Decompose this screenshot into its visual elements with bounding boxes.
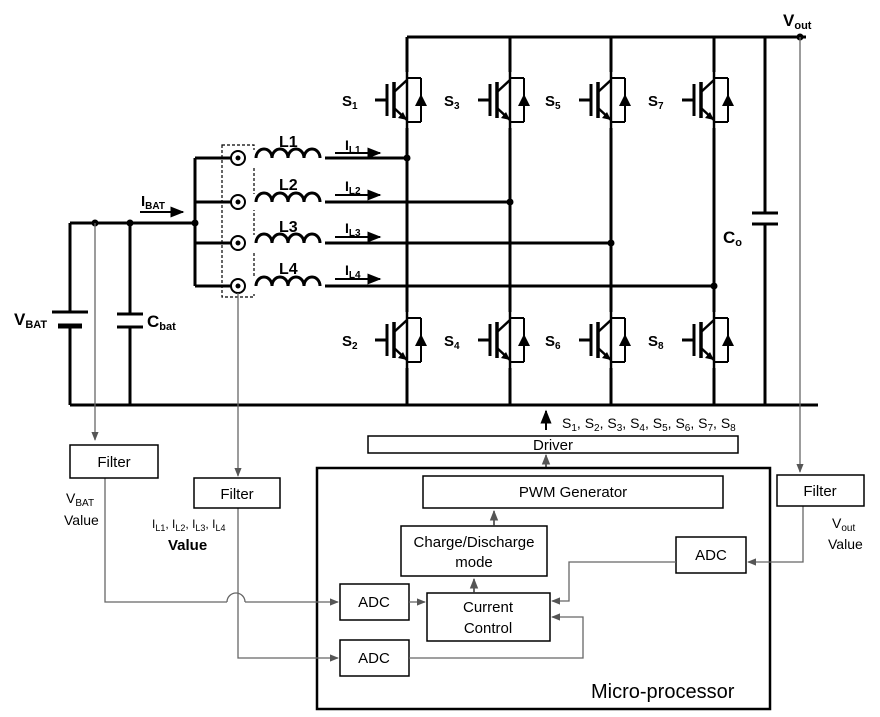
- current-label-il1: IL1: [345, 137, 361, 156]
- microprocessor-label: Micro-processor: [591, 681, 735, 703]
- power-wiring: [68, 35, 818, 407]
- current-sensors: [230, 150, 246, 294]
- cbat-capacitor: [117, 312, 143, 329]
- junction-dots: [91, 33, 804, 290]
- filter-label-vbat: Filter: [97, 454, 130, 471]
- gate-signal-list: S1, S2, S3, S4, S5, S6, S7, S8: [562, 415, 736, 434]
- vbat-value-label: VBAT: [66, 490, 94, 509]
- switch-label-s4: S4: [444, 333, 460, 352]
- switch-label-s2: S2: [342, 333, 358, 352]
- current-sensor-box: [221, 144, 255, 298]
- current-arrows: [140, 147, 382, 285]
- vbat-value-word: Value: [64, 512, 99, 528]
- inductor-label-l4: L4: [279, 261, 298, 278]
- il-value-word: Value: [168, 537, 207, 554]
- switch-label-s5: S5: [545, 93, 561, 112]
- inductor-label-l2: L2: [279, 177, 298, 194]
- inductor-coils: [250, 147, 325, 294]
- filter-label-il: Filter: [220, 486, 253, 503]
- igbt-switches: [370, 70, 737, 370]
- pwm-generator-block: [422, 475, 724, 509]
- current-control-label: Current: [463, 599, 514, 616]
- filter-block-vbat: [69, 444, 159, 479]
- mode-label-2: mode: [455, 554, 493, 571]
- filter-label-vout: Filter: [803, 483, 836, 500]
- switch-label-s6: S6: [545, 333, 561, 352]
- switch-label-s1: S1: [342, 93, 358, 112]
- filter-block-il: [193, 477, 281, 509]
- driver-label: Driver: [533, 437, 573, 454]
- adc-label-vout: ADC: [695, 547, 727, 564]
- adc-label-vbat: ADC: [358, 594, 390, 611]
- switch-label-s7: S7: [648, 93, 664, 112]
- vout-label: Vout: [783, 11, 812, 32]
- vout-value-label: Vout: [832, 515, 855, 534]
- current-label-il4: IL4: [345, 262, 361, 281]
- current-control-block: [426, 592, 551, 642]
- adc-block-vout: [675, 536, 747, 574]
- co-label: Co: [723, 228, 742, 249]
- pwm-generator-label: PWM Generator: [519, 484, 627, 501]
- inductor-label-l1: L1: [279, 134, 298, 151]
- switch-label-s8: S8: [648, 333, 664, 352]
- current-label-il2: IL2: [345, 178, 361, 197]
- co-capacitor: [752, 211, 778, 226]
- battery-symbol: [52, 310, 88, 329]
- microprocessor-block: [315, 466, 772, 711]
- filter-block-vout: [776, 474, 865, 507]
- current-label-il3: IL3: [345, 220, 361, 239]
- vout-value-word: Value: [828, 536, 863, 552]
- adc-label-il: ADC: [358, 650, 390, 667]
- current-control-label-2: Control: [464, 620, 512, 637]
- vbat-label: VBAT: [14, 310, 47, 331]
- control-wiring: [91, 37, 804, 662]
- switch-label-s3: S3: [444, 93, 460, 112]
- adc-block-vbat: [339, 583, 410, 621]
- ibat-label: IBAT: [141, 193, 165, 212]
- driver-block: [367, 435, 739, 454]
- cbat-label: Cbat: [147, 312, 176, 333]
- il-value-label: IL1, IL2, IL3, IL4: [152, 517, 225, 533]
- inductor-label-l3: L3: [279, 219, 298, 236]
- mode-block: [400, 525, 548, 577]
- mode-label: Charge/Discharge: [414, 534, 535, 551]
